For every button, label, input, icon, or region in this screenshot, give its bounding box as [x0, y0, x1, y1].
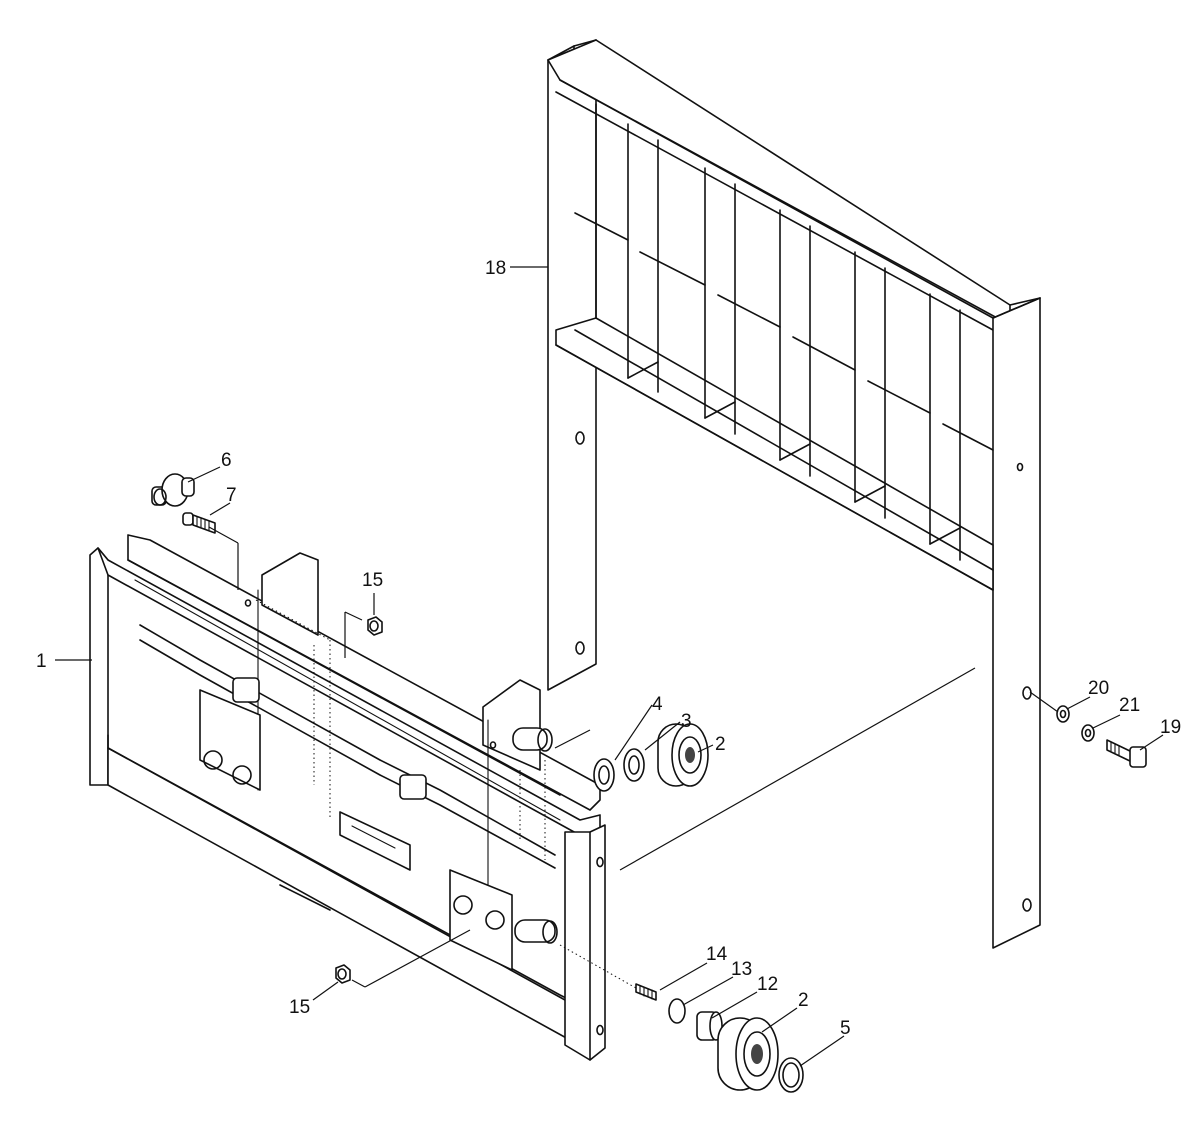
callout-labels: 1 18 6 7 15 15 4 3 2 14 13 12 2 5 20 21 … — [36, 258, 1181, 1039]
part-2-roller-lower — [717, 1017, 779, 1091]
part-13-ring — [668, 998, 686, 1024]
part-19-bolt — [1106, 739, 1147, 768]
callout-15-lower: 15 — [289, 997, 310, 1018]
part-14-stud — [635, 983, 657, 1001]
callout-1: 1 — [36, 651, 47, 672]
part-2-roller-upper — [657, 723, 709, 787]
callout-2-upper: 2 — [715, 734, 726, 755]
callout-5: 5 — [840, 1018, 851, 1039]
part-15-nut-upper — [367, 616, 383, 636]
callout-20: 20 — [1088, 678, 1109, 699]
callout-3: 3 — [681, 711, 692, 732]
part-21-lock-washer — [1081, 724, 1095, 742]
callout-19: 19 — [1160, 717, 1181, 738]
part-15-nut-lower — [335, 964, 351, 984]
callout-18: 18 — [485, 258, 506, 279]
part-3-shim — [623, 748, 645, 782]
callout-14: 14 — [706, 944, 728, 965]
part-6-roller-stud — [151, 473, 195, 507]
part-4-shim — [593, 758, 615, 792]
callout-2-lower: 2 — [798, 990, 809, 1011]
callout-6: 6 — [221, 450, 232, 471]
callout-21: 21 — [1119, 695, 1140, 716]
callout-13: 13 — [731, 959, 752, 980]
leader-lines — [55, 266, 1164, 1067]
part-5-snap-ring — [778, 1057, 804, 1093]
part-7-bolt — [182, 512, 216, 534]
part-20-washer — [1056, 705, 1070, 723]
callout-12: 12 — [757, 974, 778, 995]
callout-7: 7 — [226, 485, 237, 506]
load-backrest — [547, 39, 1041, 949]
carriage-frame — [89, 534, 606, 1061]
callout-4: 4 — [652, 694, 663, 715]
callout-15-upper: 15 — [362, 570, 383, 591]
